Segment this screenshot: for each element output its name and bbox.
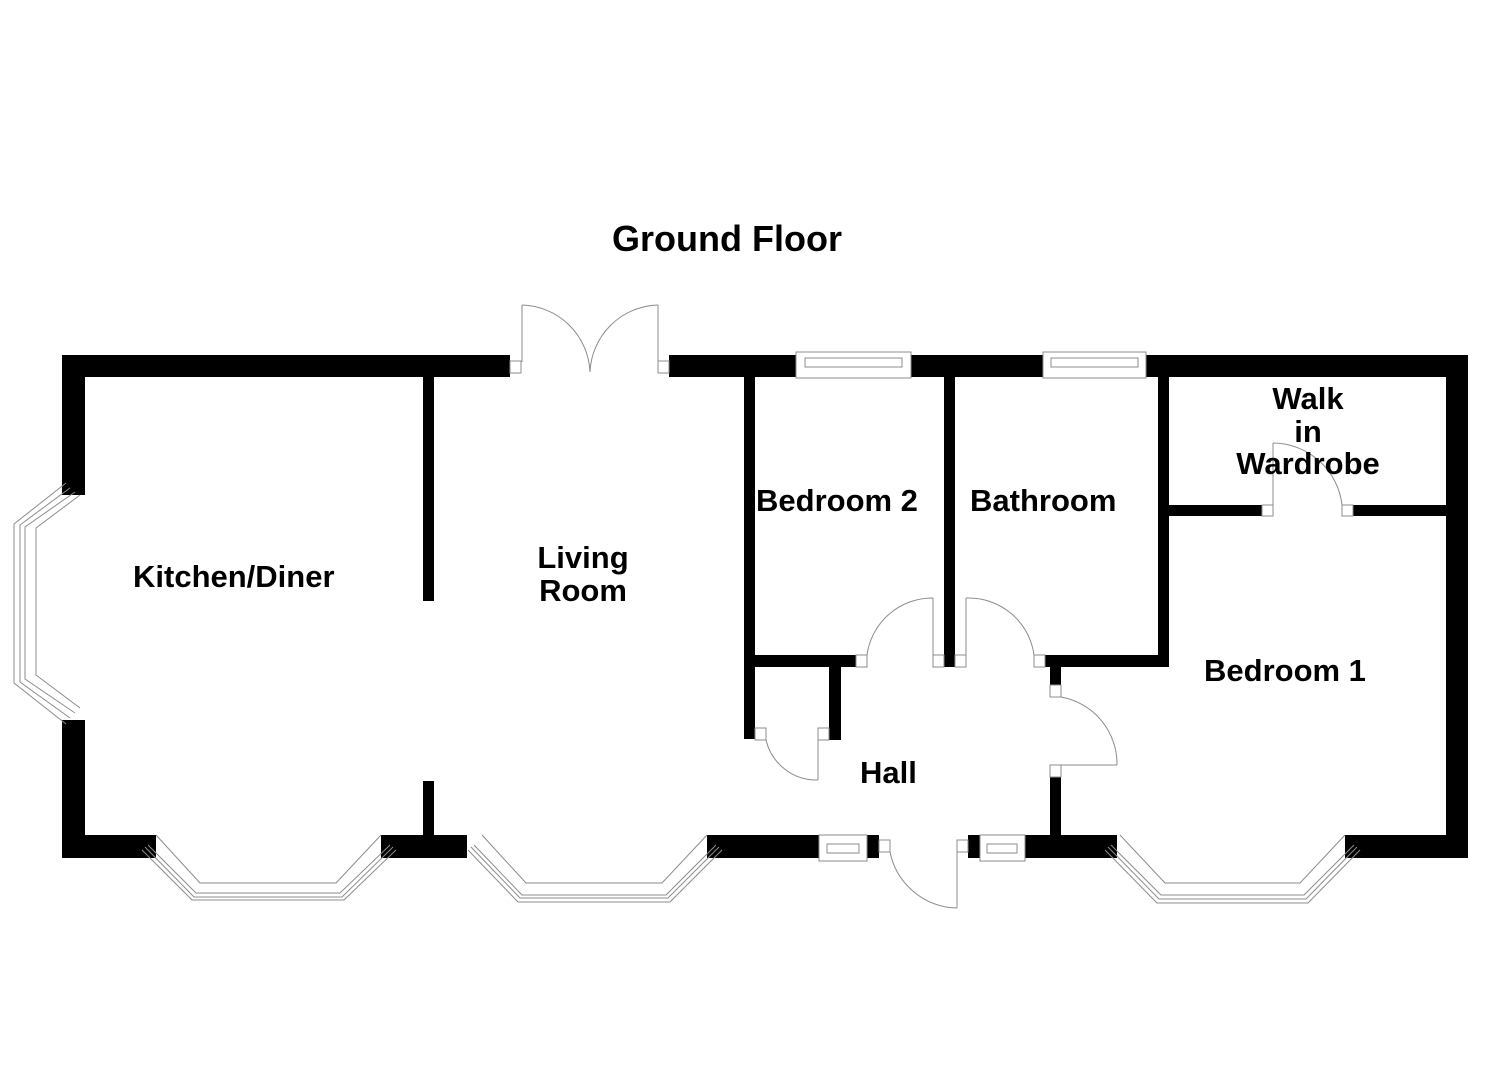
interior-walls [423, 377, 1446, 835]
room-label-line: Room [539, 572, 627, 608]
bathroom-door [954, 597, 1046, 668]
wall-top-mid2 [911, 355, 1043, 377]
room-label-hall: Hall [860, 755, 917, 790]
wall-right [1446, 355, 1468, 858]
bedroom2-door [855, 597, 945, 668]
room-label-line: Walk [1272, 381, 1344, 416]
wall-bottom-6 [1025, 835, 1117, 858]
wall-bottom-3 [707, 835, 819, 858]
hall-window-right [979, 834, 1026, 862]
bedroom1-front-bay [1104, 834, 1361, 904]
wall-wardrobe-right [1353, 505, 1446, 516]
room-label-bedroom2: Bedroom 2 [756, 483, 918, 518]
wardrobe-door [1261, 442, 1354, 517]
wall-bottom-5 [968, 835, 980, 858]
outer-walls [62, 355, 1468, 858]
wall-bottom-7 [1345, 835, 1468, 858]
bevel [62, 483, 85, 495]
doors [509, 304, 1354, 909]
wall-kitchen-living-lower [423, 781, 434, 835]
room-label-kitchen-diner: Kitchen/Diner [133, 559, 335, 594]
wall-bottom-1 [62, 835, 156, 858]
room-label-walk-in-wardrobe: Walk in Wardrobe [1223, 381, 1393, 482]
wall-left-upper [62, 355, 85, 495]
kitchen-side-bay [13, 482, 81, 725]
living-front-bay [467, 834, 723, 903]
wall-bottom-2 [381, 835, 467, 858]
living-french-doors [509, 304, 670, 374]
wall-bathroom-bottom [1045, 655, 1169, 667]
wall-bedroom1-stub-lower [1050, 777, 1061, 835]
wall-bottom-4 [867, 835, 879, 858]
windows [795, 351, 1147, 862]
wall-top-right [1146, 355, 1468, 377]
wall-cupboard-right [829, 667, 841, 740]
room-label-line: in [1294, 413, 1322, 449]
wall-bedroom2-left [744, 377, 755, 739]
wall-bathroom-right [1158, 377, 1169, 667]
bathroom-window [1042, 351, 1147, 379]
wall-top-mid1 [669, 355, 796, 377]
wall-kitchen-living-upper [423, 377, 434, 601]
hall-window-left [818, 834, 868, 862]
room-label-bedroom1: Bedroom 1 [1204, 653, 1366, 688]
plan-title: Ground Floor [612, 218, 842, 259]
bay-windows [13, 482, 1361, 904]
kitchen-front-bay [141, 834, 397, 901]
bedroom1-door [1049, 684, 1118, 778]
room-label-living-room: Living Room [530, 540, 636, 608]
bedroom2-window [795, 351, 912, 379]
wall-top-left [62, 355, 510, 377]
cupboard-door [754, 727, 830, 781]
wall-bed2-bath [944, 377, 955, 667]
wall-wardrobe-left [1169, 505, 1262, 516]
room-label-line: Wardrobe [1236, 446, 1380, 482]
room-label-line: Living [537, 540, 629, 575]
wall-bedroom1-stub-upper [1050, 667, 1061, 685]
room-label-bathroom: Bathroom [970, 483, 1117, 518]
wall-left-lower [62, 720, 85, 858]
wall-bedroom2-bottom [744, 655, 856, 667]
front-door [878, 839, 969, 909]
